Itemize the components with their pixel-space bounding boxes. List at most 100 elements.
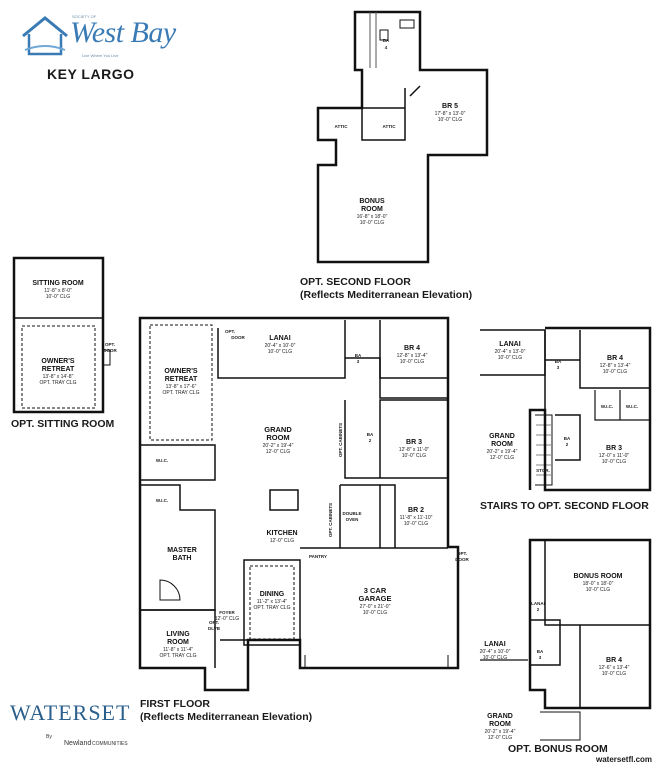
label-st-ba2: BA	[564, 436, 571, 441]
label-st-wic-1: W.I.C.	[601, 404, 613, 409]
waterset-by: By	[46, 734, 52, 740]
label-kitchen-clg: 12'-0" CLG	[270, 538, 295, 544]
label-st-br4: BR 4	[607, 355, 623, 362]
label-bn-grand: GRAND	[487, 713, 513, 720]
label-opt-door-lanai-b: DOOR	[231, 335, 245, 340]
label-st-br3: BR 3	[606, 445, 622, 452]
label-double-oven: DOUBLE	[343, 511, 362, 516]
label-bn-bonus-dim: 18'-0" x 18'-0"	[583, 581, 614, 587]
caption-second-floor-sub: (Reflects Mediterranean Elevation)	[300, 289, 473, 301]
label-attic-1: ATTIC	[335, 124, 349, 129]
label-living-clg: OPT. TRAY CLG	[160, 653, 197, 659]
label-bn-bonus-clg: 10'-0" CLG	[586, 587, 611, 593]
label-bonus2-b: ROOM	[361, 206, 383, 213]
label-st-grand-clg: 12'-0" CLG	[490, 455, 515, 461]
label-br5-dim: 17'-8" x 13'-0"	[435, 111, 466, 117]
caption-first-floor-sub: (Reflects Mediterranean Elevation)	[140, 711, 313, 723]
label-foyer-clg: 12'-0" CLG	[215, 616, 240, 622]
label-ba2: BA	[367, 432, 374, 437]
website-link[interactable]: watersetfl.com	[596, 755, 653, 764]
label-st-lanai: LANAI	[499, 341, 520, 348]
caption-bonus: OPT. BONUS ROOM	[508, 743, 608, 755]
label-grand: GRAND	[264, 425, 292, 434]
label-owners: OWNER'S	[164, 368, 197, 375]
label-owners-b: RETREAT	[165, 376, 198, 383]
label-bn-grand-dim: 20'-2" x 19'-4"	[485, 729, 516, 735]
label-st-br3-clg: 10'-0" CLG	[602, 459, 627, 465]
label-bn-lanai-dim: 20'-4" x 10'-0"	[480, 649, 511, 655]
label-dining: DINING	[260, 591, 285, 598]
label-opt-door-s-b: DOOR	[103, 348, 117, 353]
label-ba4: BA	[383, 38, 390, 43]
label-br3-dim: 12'-8" x 11'-0"	[399, 447, 430, 453]
label-bn-bonus: BONUS ROOM	[574, 573, 623, 580]
label-ba4-num: 4	[385, 45, 388, 50]
label-bn-ba3: BA	[537, 649, 544, 654]
label-owners-s-dim: 13'-8" x 14'-8"	[43, 374, 74, 380]
label-opt-door-g-b: DOOR	[455, 557, 469, 562]
brand-tagline-top: SOCIETY OF	[72, 14, 97, 19]
label-grand-clg: 12'-0" CLG	[266, 449, 291, 455]
label-bn-br4: BR 4	[606, 657, 622, 664]
label-owners-s: OWNER'S	[41, 358, 74, 365]
label-grand-dim: 20'-2" x 19'-4"	[263, 443, 294, 449]
label-double-oven-b: OVEN	[346, 517, 359, 522]
label-bn-ba3-num: 3	[539, 655, 542, 660]
label-attic-2: ATTIC	[383, 124, 397, 129]
label-bn-br4-dim: 12'-6" x 13'-4"	[599, 665, 630, 671]
label-st-grand-dim: 20'-2" x 19'-4"	[487, 449, 518, 455]
brand-name: West Bay	[70, 16, 176, 49]
label-opt-cabinets: OPT. CABINETS	[338, 423, 343, 457]
newland-label: Newland	[64, 740, 92, 747]
sitting-room-plan	[12, 256, 111, 414]
caption-first-floor: FIRST FLOOR	[140, 698, 210, 710]
caption-second-floor: OPT. SECOND FLOOR	[300, 276, 411, 288]
label-sitting-dim: 11'-8" x 8'-0"	[44, 288, 72, 294]
label-lanai-clg: 10'-0" CLG	[268, 349, 293, 355]
label-bn-grand-b: ROOM	[489, 721, 511, 728]
label-opt-dlvb-b: DLVB	[208, 626, 221, 631]
label-st-br3-dim: 12'-0" x 11'-0"	[599, 453, 630, 459]
label-st-wic-2: W.I.C.	[626, 404, 638, 409]
label-ba2-num: 2	[369, 438, 372, 443]
brand-tagline-bottom: Live Where You Live	[82, 53, 119, 58]
label-living-dim: 11'-8" x 11'-4"	[163, 647, 193, 653]
label-br3-clg: 10'-0" CLG	[402, 453, 427, 459]
label-bonus2-dim: 16'-8" x 18'-0"	[357, 214, 388, 220]
label-st-br4-clg: 10'-0" CLG	[603, 369, 628, 375]
label-st-br4-dim: 12'-8" x 13'-4"	[600, 363, 631, 369]
stairs-plan	[480, 326, 652, 492]
label-br4-dim: 12'-8" x 13'-4"	[397, 353, 428, 359]
label-br5-clg: 10'-0" CLG	[438, 117, 463, 123]
label-owners-s-clg: OPT. TRAY CLG	[40, 380, 77, 386]
label-owners-clg: OPT. TRAY CLG	[163, 390, 200, 396]
first-floor-plan	[138, 316, 460, 692]
label-bn-br4-clg: 10'-0" CLG	[602, 671, 627, 677]
label-sitting: SITTING ROOM	[32, 280, 84, 287]
label-br4-clg: 10'-0" CLG	[400, 359, 425, 365]
west-bay-logo: SOCIETY OF West Bay Live Where You Live	[20, 8, 190, 63]
label-br2-dim: 11'-8" x 11'-10"	[400, 515, 433, 521]
bonus-plan	[480, 538, 652, 741]
label-ba3-num: 3	[357, 359, 360, 364]
label-master-bath: MASTER	[167, 547, 197, 554]
caption-sitting-room: OPT. SITTING ROOM	[11, 418, 115, 430]
label-opt-door-lanai: OPT.	[225, 329, 235, 334]
model-title: KEY LARGO	[47, 66, 135, 82]
label-pantry: PANTRY	[309, 554, 327, 559]
label-bn-grand-clg: 12'-0" CLG	[488, 735, 513, 741]
label-br2: BR 2	[408, 507, 424, 514]
label-bonus2-clg: 10'-0" CLG	[360, 220, 385, 226]
label-st-stor: STOR.	[536, 468, 550, 473]
label-st-lanai-dim: 20'-4" x 13'-0"	[495, 349, 526, 355]
label-kitchen: KITCHEN	[266, 530, 297, 537]
second-floor-plan	[316, 10, 489, 264]
label-dining-dim: 11'-2" x 13'-4"	[257, 599, 288, 605]
label-owners-dim: 13'-8" x 17'-6"	[166, 384, 197, 390]
label-opt-door-g: OPT.	[457, 551, 467, 556]
house-icon	[22, 16, 68, 56]
label-living: LIVING	[166, 631, 190, 638]
label-opt-door-s: OPT.	[105, 342, 115, 347]
label-opt-dlvb: OPT.	[209, 620, 219, 625]
